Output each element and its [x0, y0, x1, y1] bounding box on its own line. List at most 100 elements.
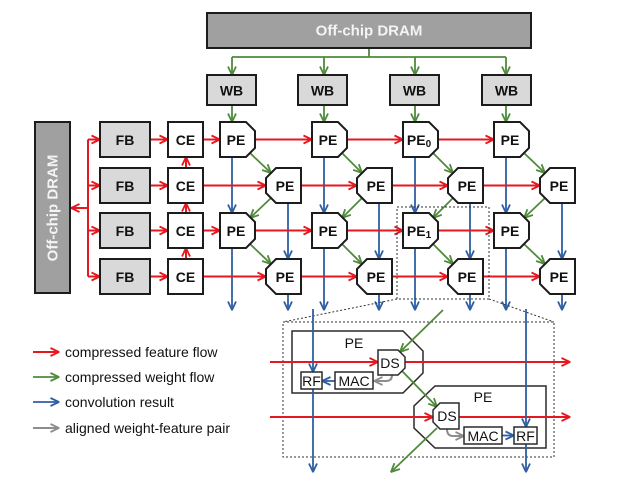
legend-weight-label: compressed weight flow	[65, 369, 215, 385]
pe-box	[447, 258, 484, 295]
pe-label-text: PE	[407, 223, 426, 239]
weight-buffer-box	[206, 74, 257, 106]
processing-element: PE	[356, 167, 393, 204]
processing-element: PE	[493, 212, 530, 249]
pe-label: PE	[501, 132, 520, 148]
weight-buffer-label: WB	[403, 83, 426, 99]
processing-element: PE	[356, 258, 393, 295]
weight-flow-arrow	[401, 370, 437, 407]
pe-box	[447, 167, 484, 204]
weight-flow-arrow	[523, 243, 545, 264]
feature-buffer-label: FB	[116, 223, 135, 239]
weight-flow-arrow	[250, 197, 272, 218]
top-dram-block: Off-chip DRAM	[206, 12, 532, 49]
processing-element: PE	[311, 121, 348, 158]
weight-flow-arrow	[400, 309, 444, 352]
detail-top-ds: DS	[377, 349, 406, 376]
pe-label-text: PE	[319, 223, 338, 239]
zoom-connector-right	[488, 298, 555, 323]
pair-flow-arrow	[374, 374, 393, 381]
legend-pair-label: aligned weight-feature pair	[65, 420, 230, 436]
weight-flow-arrow	[523, 152, 545, 173]
detail-frame	[282, 321, 555, 458]
pe-label-text: PE	[227, 223, 246, 239]
processing-element: PE	[265, 167, 302, 204]
feature-buffer: FB	[99, 121, 151, 158]
pe-label: PE	[458, 178, 477, 194]
processing-element: PE1	[402, 212, 439, 249]
feature-buffer: FB	[99, 167, 151, 204]
pe-box	[493, 212, 530, 249]
weight-buffer-box	[297, 74, 348, 106]
compress-engine: CE	[167, 167, 204, 204]
pe-box	[356, 258, 393, 295]
legend-item-feature: compressed feature flow	[33, 344, 218, 360]
pe-label: PE	[319, 223, 338, 239]
data-selector-box	[432, 402, 460, 430]
processing-element: PE	[265, 258, 302, 295]
pe-label-text: PE	[458, 178, 477, 194]
left-dram-block: Off-chip DRAM	[34, 121, 71, 294]
pe-label-text: PE	[227, 132, 246, 148]
weight-flow-arrow	[341, 243, 362, 264]
pe-box	[265, 167, 302, 204]
bus-layer	[71, 48, 506, 277]
pe-label: PE	[276, 178, 295, 194]
detail-top-rf: RF	[300, 371, 323, 390]
pe-detail-view: PE PE DS MAC RF DS	[270, 206, 570, 472]
detail-bottom-ds: DS	[432, 402, 460, 430]
processing-element: PE	[447, 167, 484, 204]
left-dram-label: Off-chip DRAM	[45, 155, 62, 262]
compress-engine-label: CE	[176, 269, 195, 285]
weight-flow-arrow	[432, 152, 453, 173]
pe-label-text: PE	[550, 178, 569, 194]
processing-element: PE	[219, 121, 256, 158]
weight-flow-arrow	[341, 152, 362, 173]
processing-element: PE0	[402, 121, 439, 158]
pe-label: PE	[501, 223, 520, 239]
pe-box	[311, 212, 348, 249]
register-file-box	[300, 371, 323, 390]
pe-label: PE	[458, 269, 477, 285]
legend-item-result: convolution result	[33, 394, 174, 410]
top-dram-box	[206, 12, 532, 49]
data-selector-label: DS	[437, 408, 456, 424]
pe-box	[356, 167, 393, 204]
pe-index-subscript: 0	[426, 139, 432, 150]
pe-box	[402, 121, 439, 158]
processing-element: PE	[219, 212, 256, 249]
weight-buffer-box	[481, 74, 532, 106]
processing-element: PE	[493, 121, 530, 158]
weight-buffer-label: WB	[220, 83, 243, 99]
compress-engine: CE	[167, 121, 204, 158]
left-dram-box	[34, 121, 71, 294]
pe-label-text: PE	[550, 269, 569, 285]
pe-label: PE	[319, 132, 338, 148]
compress-engine-box	[167, 167, 204, 204]
mac-label: MAC	[338, 373, 369, 389]
mac-label: MAC	[467, 428, 498, 444]
legend-item-pair: aligned weight-feature pair	[33, 420, 230, 436]
pe-label: PE	[227, 223, 246, 239]
feature-buffer-box	[99, 212, 151, 249]
weight-flow-arrow	[433, 197, 454, 218]
pe-box	[265, 258, 302, 295]
weight-buffer: WB	[389, 74, 440, 106]
processing-element: PE	[539, 258, 576, 295]
processing-element: PE	[447, 258, 484, 295]
weight-flow-arrow	[432, 243, 453, 264]
pe-label: PE	[550, 269, 569, 285]
feature-buffer-label: FB	[116, 269, 135, 285]
weight-flow-arrow	[249, 152, 271, 173]
feature-buffer-label: FB	[116, 178, 135, 194]
pe-label-text: PE	[319, 132, 338, 148]
pe-label: PE	[276, 269, 295, 285]
compress-engine-label: CE	[176, 178, 195, 194]
weight-flow-arrow	[342, 197, 363, 218]
compress-engine-box	[167, 258, 204, 295]
pe-label-text: PE	[367, 269, 386, 285]
pe-box	[539, 258, 576, 295]
detail-pe-bottom-label: PE	[474, 389, 493, 405]
weight-buffer: WB	[481, 74, 532, 106]
legend-feature-label: compressed feature flow	[65, 344, 218, 360]
